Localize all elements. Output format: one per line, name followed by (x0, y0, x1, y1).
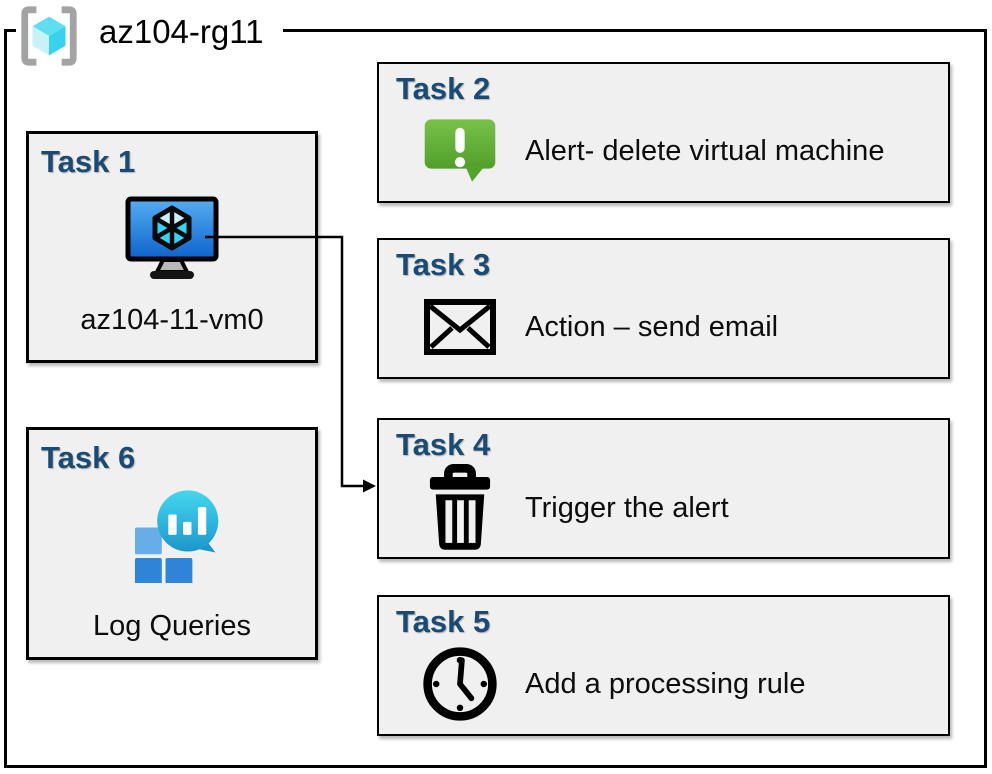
task1-box: Task 1 (26, 131, 318, 363)
task2-heading: Task 2 (396, 71, 491, 106)
log-analytics-icon (134, 490, 219, 585)
task1-label: az104-11-vm0 (80, 304, 264, 336)
resource-group-title: az104-rg11 (99, 13, 264, 50)
task4-heading: Task 4 (396, 427, 491, 462)
task6-box: Task 6 Log Queries (26, 427, 318, 660)
task3-content: Action – send email (396, 284, 948, 369)
task5-box: Task 5 Add a processing rule (377, 595, 950, 736)
task3-label: Action – send email (525, 310, 779, 343)
task3-heading: Task 3 (396, 247, 491, 282)
alert-icon (424, 118, 495, 182)
task5-heading: Task 5 (396, 604, 491, 639)
email-icon (423, 298, 496, 355)
task4-box: Trigger the alert Task 4 (377, 418, 950, 559)
trash-icon (429, 464, 490, 550)
task4-label: Trigger the alert (525, 492, 729, 524)
frame-title-gap (16, 22, 283, 40)
task4-content: Trigger the alert (396, 464, 948, 552)
task5-content: Add a processing rule (396, 641, 948, 726)
task6-label: Log Queries (93, 610, 251, 642)
task1-heading: Task 1 (41, 144, 136, 179)
task2-label: Alert- delete virtual machine (525, 134, 885, 167)
task3-box: Task 3 Action – send email (377, 238, 950, 379)
task6-heading: Task 6 (41, 440, 136, 475)
task5-label: Add a processing rule (525, 667, 806, 700)
clock-icon (422, 646, 497, 721)
task1-icon-wrap (124, 195, 220, 286)
resource-group-icon (21, 6, 77, 66)
virtual-machine-icon (125, 196, 219, 279)
task6-icon-wrap (122, 483, 222, 588)
task2-box: Task 2 Alert- delete virtual machine (377, 62, 950, 203)
task2-content: Alert- delete virtual machine (396, 108, 948, 193)
resource-group-frame (4, 29, 987, 768)
